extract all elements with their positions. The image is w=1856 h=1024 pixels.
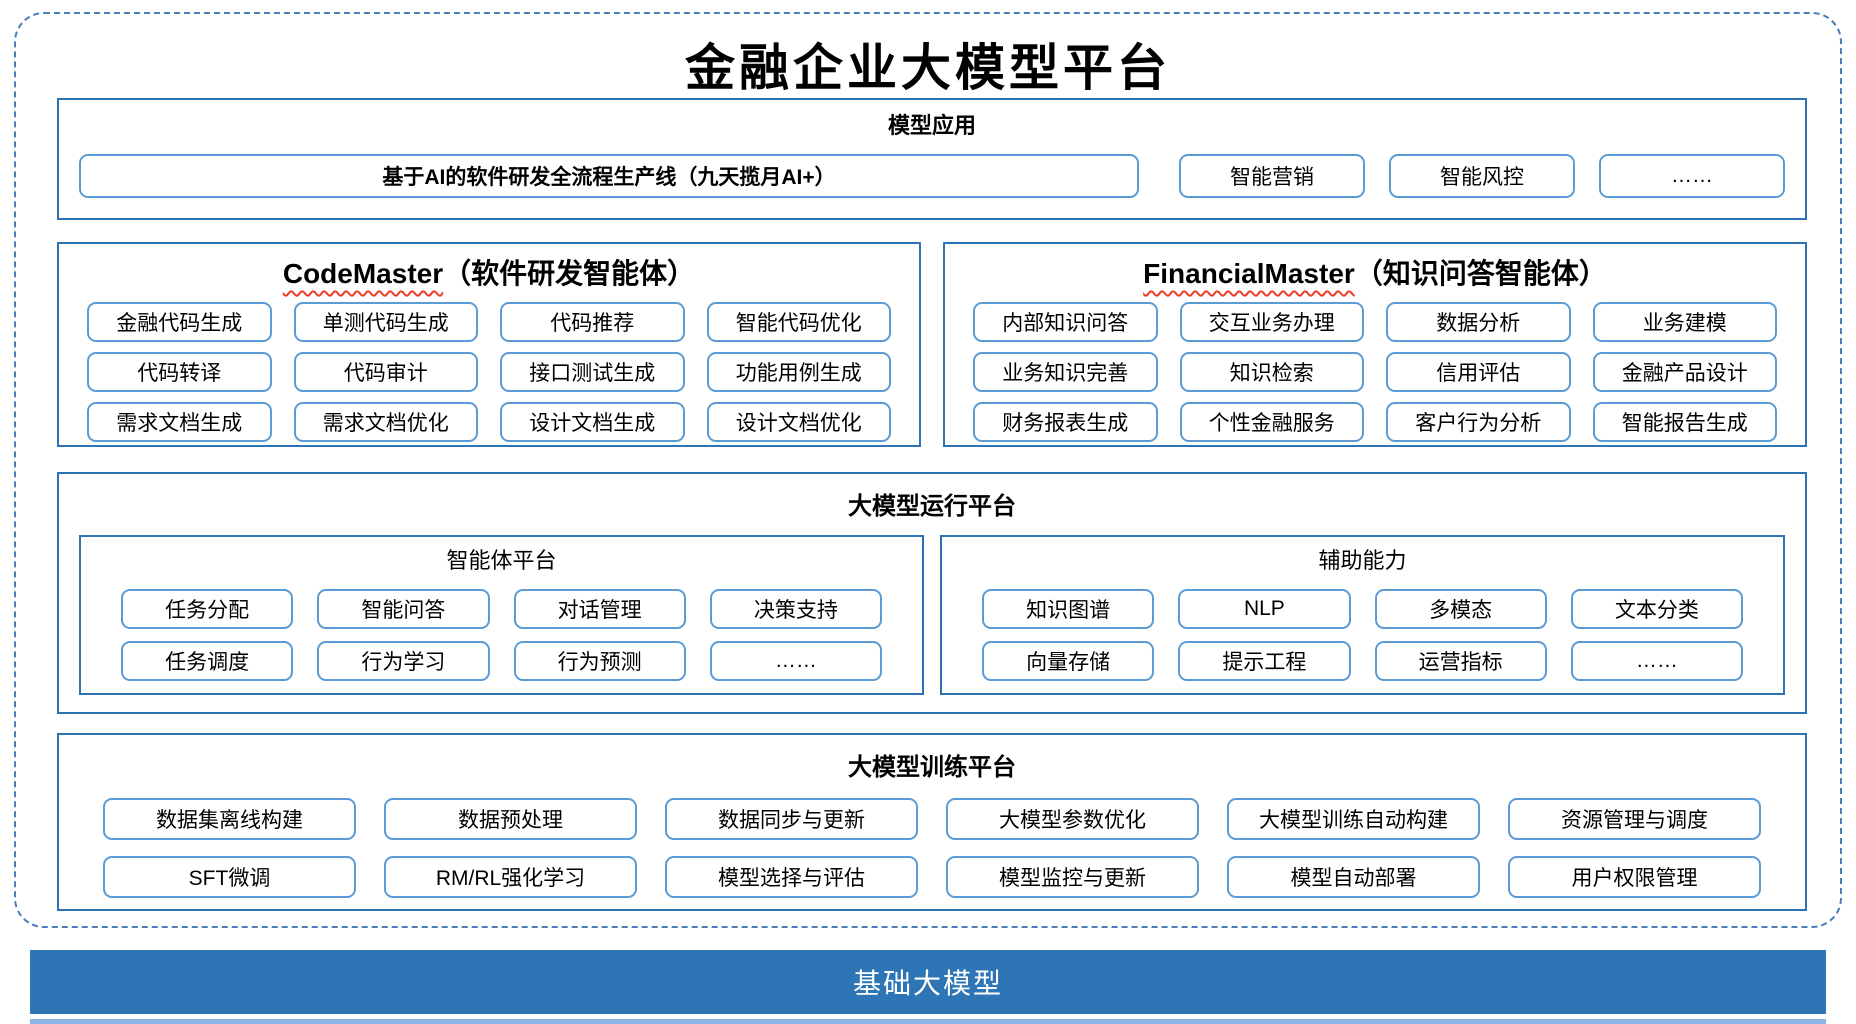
train-platform-grid: 数据集离线构建数据预处理数据同步与更新大模型参数优化大模型训练自动构建资源管理与… [59, 782, 1805, 898]
codemaster-title-en: CodeMaster [282, 258, 444, 289]
codemaster-capability-box: 智能代码优化 [706, 302, 891, 342]
agent-platform-box: 智能体平台 任务分配智能问答对话管理决策支持任务调度行为学习行为预测 …… [79, 535, 924, 695]
train-platform-capability-box: 模型监控与更新 [946, 856, 1199, 898]
train-platform-capability-box: 模型自动部署 [1227, 856, 1480, 898]
train-platform-capability-box: 数据同步与更新 [665, 798, 918, 840]
base-model-strip [30, 1019, 1826, 1024]
aux-ability-capability-box: 运营指标 [1374, 641, 1547, 681]
agent-platform-grid: 任务分配智能问答对话管理决策支持任务调度行为学习行为预测 …… [81, 575, 922, 681]
financialmaster-capability-box: 财务报表生成 [973, 402, 1158, 442]
financialmaster-capability-box: 客户行为分析 [1386, 402, 1571, 442]
agent-platform-title: 智能体平台 [446, 548, 557, 573]
train-platform-title: 大模型训练平台 [848, 754, 1016, 781]
codemaster-capability-box: 代码转译 [87, 352, 272, 392]
financialmaster-capability-box: 智能报告生成 [1592, 402, 1777, 442]
agent-platform-capability-box: 任务分配 [121, 589, 294, 629]
model-application-section: 模型应用 基于AI的软件研发全流程生产线（九天揽月AI+） 智能营销智能风控 …… [57, 98, 1807, 220]
train-platform-capability-box: 用户权限管理 [1508, 856, 1761, 898]
application-box: 智能风控 [1389, 154, 1575, 198]
model-application-title: 模型应用 [887, 113, 976, 138]
codemaster-capability-box: 单测代码生成 [293, 302, 478, 342]
aux-ability-capability-box: NLP [1178, 589, 1351, 629]
train-platform-capability-box: 大模型参数优化 [946, 798, 1199, 840]
codemaster-capability-box: 需求文档优化 [293, 402, 478, 442]
financialmaster-capability-box: 内部知识问答 [973, 302, 1158, 342]
financialmaster-title: FinancialMaster（知识问答智能体） [945, 244, 1805, 292]
financialmaster-capability-box: 个性金融服务 [1179, 402, 1364, 442]
financialmaster-capability-box: 金融产品设计 [1592, 352, 1777, 392]
aux-ability-box: 辅助能力 知识图谱 NLP 多模态文本分类向量存储提示工程运营指标 …… [940, 535, 1785, 695]
agent-platform-capability-box: 行为学习 [317, 641, 490, 681]
financialmaster-grid: 内部知识问答交互业务办理数据分析业务建模业务知识完善知识检索信用评估金融产品设计… [945, 292, 1805, 442]
agents-row: CodeMaster（软件研发智能体） 金融代码生成单测代码生成代码推荐智能代码… [57, 242, 1807, 447]
financialmaster-title-zh: （知识问答智能体） [1354, 258, 1607, 289]
financialmaster-capability-box: 知识检索 [1179, 352, 1364, 392]
codemaster-capability-box: 代码推荐 [500, 302, 685, 342]
codemaster-capability-box: 代码审计 [293, 352, 478, 392]
aux-ability-capability-box: 提示工程 [1178, 641, 1351, 681]
financialmaster-capability-box: 信用评估 [1386, 352, 1571, 392]
train-platform-capability-box: SFT微调 [103, 856, 356, 898]
aux-ability-capability-box: 知识图谱 [982, 589, 1155, 629]
financialmaster-capability-box: 业务建模 [1592, 302, 1777, 342]
run-platform-inner: 智能体平台 任务分配智能问答对话管理决策支持任务调度行为学习行为预测 …… 辅助能… [59, 535, 1805, 695]
pipeline-box: 基于AI的软件研发全流程生产线（九天揽月AI+） [79, 154, 1139, 198]
outer-dashed-frame [14, 12, 1842, 928]
agent-platform-capability-box: 决策支持 [709, 589, 882, 629]
codemaster-section: CodeMaster（软件研发智能体） 金融代码生成单测代码生成代码推荐智能代码… [57, 242, 921, 447]
aux-ability-capability-box: 向量存储 [982, 641, 1155, 681]
train-platform-capability-box: 资源管理与调度 [1508, 798, 1761, 840]
codemaster-capability-box: 接口测试生成 [500, 352, 685, 392]
codemaster-capability-box: 金融代码生成 [87, 302, 272, 342]
diagram-title: 金融企业大模型平台 [685, 38, 1171, 97]
financialmaster-section: FinancialMaster（知识问答智能体） 内部知识问答交互业务办理数据分… [943, 242, 1807, 447]
codemaster-title: CodeMaster（软件研发智能体） [59, 244, 919, 292]
financialmaster-capability-box: 数据分析 [1386, 302, 1571, 342]
aux-ability-capability-box: 多模态 [1374, 589, 1547, 629]
aux-ability-grid: 知识图谱 NLP 多模态文本分类向量存储提示工程运营指标 …… [942, 575, 1783, 681]
application-box: 智能营销 [1179, 154, 1365, 198]
codemaster-capability-box: 需求文档生成 [87, 402, 272, 442]
train-platform-capability-box: 数据集离线构建 [103, 798, 356, 840]
train-platform-capability-box: 数据预处理 [384, 798, 637, 840]
aux-ability-capability-box: …… [1570, 641, 1743, 681]
codemaster-grid: 金融代码生成单测代码生成代码推荐智能代码优化代码转译代码审计接口测试生成功能用例… [59, 292, 919, 442]
financialmaster-capability-box: 交互业务办理 [1179, 302, 1364, 342]
base-model-bar: 基础大模型 [30, 950, 1826, 1014]
codemaster-capability-box: 设计文档生成 [500, 402, 685, 442]
model-application-row: 基于AI的软件研发全流程生产线（九天揽月AI+） 智能营销智能风控 …… [59, 154, 1805, 198]
codemaster-capability-box: 设计文档优化 [706, 402, 891, 442]
agent-platform-capability-box: 对话管理 [513, 589, 686, 629]
train-platform-capability-box: 大模型训练自动构建 [1227, 798, 1480, 840]
agent-platform-capability-box: 任务调度 [121, 641, 294, 681]
codemaster-capability-box: 功能用例生成 [706, 352, 891, 392]
application-box: …… [1599, 154, 1785, 198]
aux-ability-capability-box: 文本分类 [1570, 589, 1743, 629]
aux-ability-title: 辅助能力 [1318, 548, 1407, 573]
run-platform-section: 大模型运行平台 智能体平台 任务分配智能问答对话管理决策支持任务调度行为学习行为… [57, 472, 1807, 714]
run-platform-title: 大模型运行平台 [848, 493, 1016, 520]
agent-platform-capability-box: 行为预测 [513, 641, 686, 681]
train-platform-section: 大模型训练平台 数据集离线构建数据预处理数据同步与更新大模型参数优化大模型训练自… [57, 733, 1807, 911]
agent-platform-capability-box: …… [709, 641, 882, 681]
financialmaster-capability-box: 业务知识完善 [973, 352, 1158, 392]
financialmaster-title-en: FinancialMaster [1143, 258, 1355, 289]
train-platform-capability-box: RM/RL强化学习 [384, 856, 637, 898]
codemaster-title-zh: （软件研发智能体） [443, 258, 696, 289]
agent-platform-capability-box: 智能问答 [317, 589, 490, 629]
train-platform-capability-box: 模型选择与评估 [665, 856, 918, 898]
